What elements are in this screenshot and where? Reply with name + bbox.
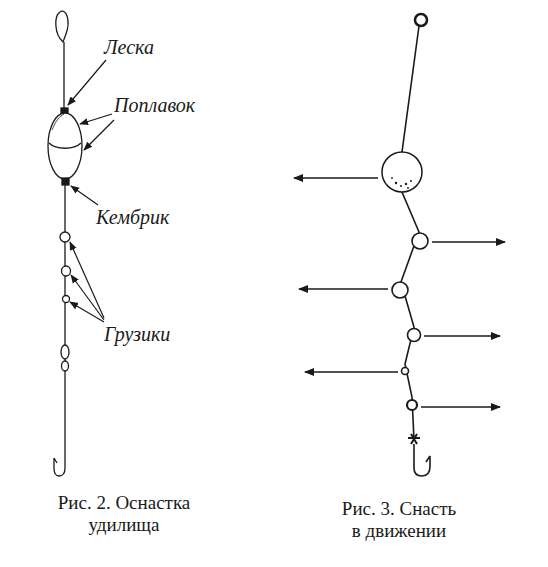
figure-caption: Рис. 3. Снасть в движении [336,498,462,542]
motion-arrow [421,406,500,407]
top-loop [56,11,68,42]
sinker [60,232,70,242]
float-band [49,143,81,148]
rod-rig [48,11,82,476]
hook [414,444,430,476]
sinker [407,400,417,410]
sinker [61,345,69,359]
sinker [62,266,71,276]
part-label: Поплавок [114,94,195,117]
part-label: Кембрик [96,206,169,229]
leader-line [70,302,104,322]
motion-arrow [305,371,398,372]
sinker [392,282,408,298]
float [382,152,422,192]
hook [54,450,65,476]
part-label: Леска [104,36,154,59]
sinker [62,361,69,371]
float [48,113,82,179]
fishing-line [401,26,419,440]
float-texture [391,177,412,189]
fishing-line [63,42,64,112]
hook-knot [408,434,420,444]
motion-arrow [294,177,378,178]
part-label: Грузики [104,323,170,346]
sinker [412,233,428,249]
leader-line [84,120,114,150]
sinker [402,368,409,375]
top-ring [415,14,427,26]
motion-arrows [294,178,505,407]
leader-lines [68,60,114,322]
sinker [63,296,70,303]
sinker [408,329,421,342]
motion-arrow [424,335,500,336]
float-shade [52,114,64,130]
figure-caption: Рис. 2. Оснастка удилища [32,492,216,536]
fishing-line [64,185,65,450]
motion-arrow [432,241,505,242]
leader-line [68,60,106,105]
motion-arrow [299,288,388,289]
leader-line [80,114,112,124]
leader-line [71,186,98,205]
cambric [62,178,69,185]
leader-line [71,275,104,320]
